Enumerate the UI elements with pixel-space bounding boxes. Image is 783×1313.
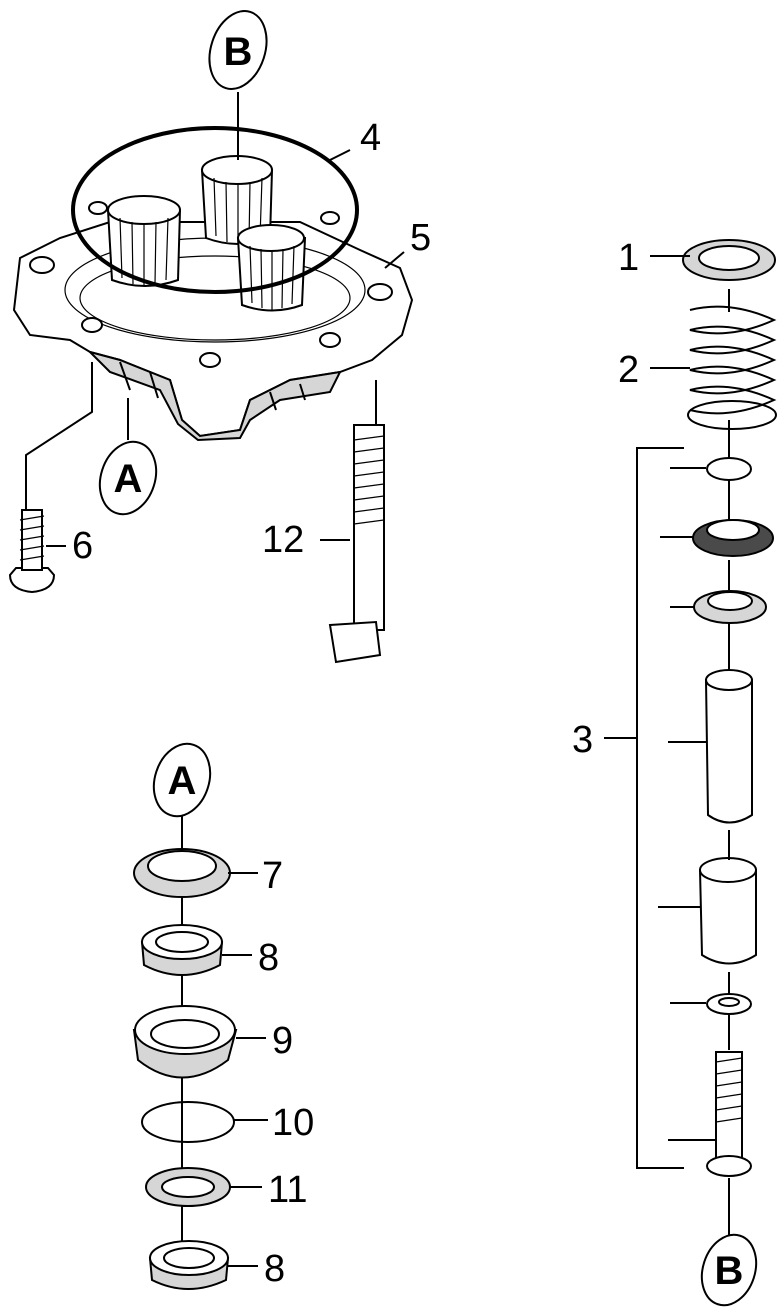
valve-cartridge [236, 224, 307, 312]
valve-cartridge [106, 195, 182, 287]
callout-2: 2 [618, 349, 639, 391]
screw-part-6 [8, 509, 56, 594]
callout-4: 4 [360, 117, 381, 159]
callout-10: 10 [272, 1102, 314, 1144]
support-ring [693, 590, 767, 624]
piston-sleeve [698, 857, 757, 965]
pump-head-assembly [12, 126, 414, 442]
callout-8-lower: 8 [264, 1248, 285, 1290]
callout-9: 9 [272, 1020, 293, 1062]
ref-marker-b-top: B [208, 10, 268, 90]
svg-text:B: B [715, 1249, 744, 1293]
valve-housing-part-9 [132, 1005, 238, 1079]
piston-bolt [706, 1051, 752, 1177]
ring-part-8-upper [140, 924, 224, 976]
callout-12: 12 [262, 519, 304, 561]
callout-7: 7 [262, 855, 283, 897]
callout-5: 5 [410, 217, 431, 259]
piston [704, 669, 753, 824]
ref-marker-a-top: A [98, 440, 158, 516]
callout-6: 6 [72, 525, 93, 567]
valve-seat-part-7 [133, 848, 231, 898]
seal [692, 519, 774, 557]
callout-3: 3 [572, 719, 593, 761]
snap-ring [706, 457, 752, 481]
svg-text:A: A [168, 759, 197, 803]
ring-part-8-lower [148, 1240, 230, 1290]
o-ring-large [71, 126, 359, 294]
seat-ring-part-1 [682, 239, 776, 281]
callout-11: 11 [268, 1169, 307, 1211]
svg-text:A: A [114, 457, 143, 501]
pump-head-flange [12, 221, 414, 438]
o-ring-part-10 [141, 1101, 235, 1143]
ref-marker-a-bottom: A [152, 742, 212, 818]
washer [706, 993, 752, 1015]
bolt-part-12 [328, 424, 385, 664]
callout-8-upper: 8 [258, 937, 279, 979]
spring-part-2 [687, 305, 777, 430]
washer-part-11 [145, 1167, 231, 1207]
svg-text:B: B [224, 30, 253, 74]
ref-marker-b-bottom: B [700, 1233, 758, 1307]
callout-1: 1 [618, 237, 639, 279]
